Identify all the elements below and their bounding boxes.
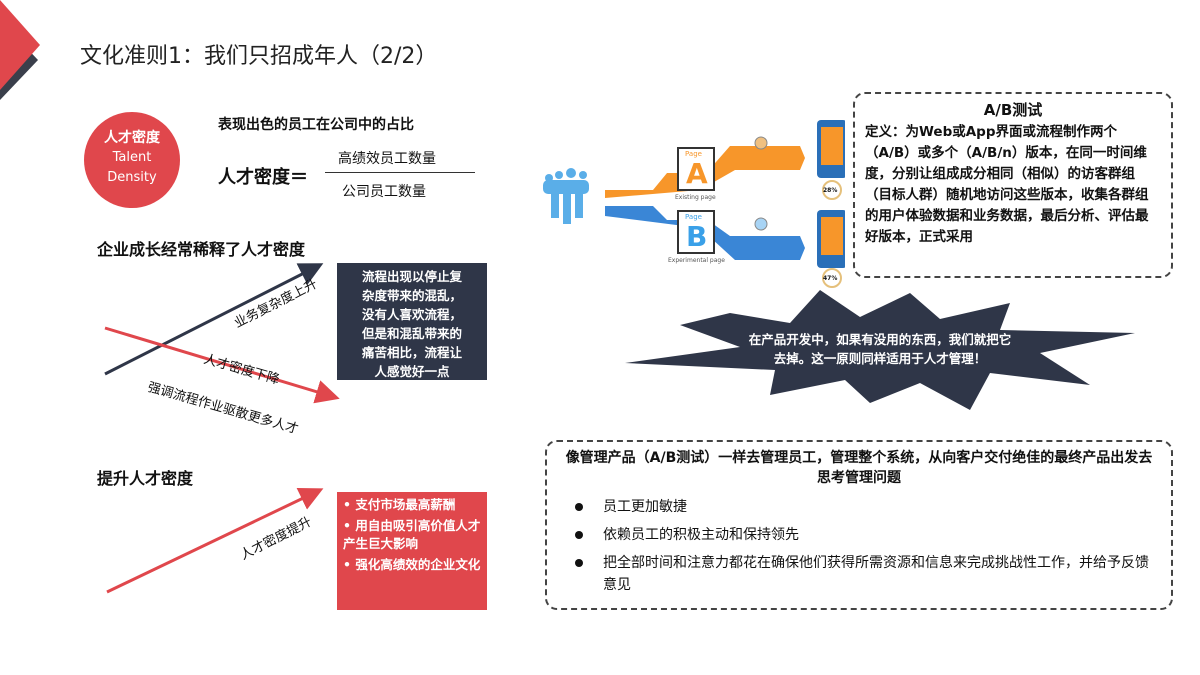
circle-en1: Talent — [112, 150, 152, 165]
page-b-letter: B — [686, 220, 708, 253]
section2-heading: 提升人才密度 — [97, 469, 194, 488]
arrows — [104, 263, 340, 594]
principle-item: 员工更加敏捷 — [563, 496, 1155, 518]
page-a-caption: Existing page — [675, 194, 716, 201]
definition-text: 为Web或App界面或流程制作两个（A/B）或多个（A/B/n）版本，在同一时间… — [865, 124, 1149, 245]
page-a-letter: A — [686, 157, 708, 190]
note-line: 人感觉好一点 — [374, 364, 450, 379]
rate-b: 47% — [823, 275, 838, 282]
ab-test-illustration: Page A Existing page Page B Experimental… — [535, 108, 845, 288]
page-b-caption: Experimental page — [668, 257, 725, 264]
corner-decoration — [0, 0, 40, 100]
rate-a: 28% — [823, 187, 838, 194]
formula-lhs: 人才密度＝ — [218, 167, 308, 188]
note-line: 杂度带来的混乱， — [361, 288, 462, 303]
note-line: 流程出现以停止复 — [361, 269, 462, 284]
starburst-text: 在产品开发中，如果有没用的东西，我们就把它去掉。这一原则同样适用于人才管理！ — [748, 332, 1012, 366]
note-line: 痛苦相比，流程让 — [361, 345, 462, 360]
principle-item: 把全部时间和注意力都花在确保他们获得所需资源和信息来完成挑战性工作，并给予反馈意… — [563, 552, 1155, 596]
principle-item: 依赖员工的积极主动和保持领先 — [563, 524, 1155, 546]
principles-heading: 像管理产品（A/B测试）一样去管理员工，管理整个系统，从向客户交付绝佳的最终产品… — [565, 450, 1153, 486]
formula-numerator: 高绩效员工数量 — [338, 151, 436, 167]
circle-en2: Density — [107, 170, 157, 185]
talent-density-circle: 人才密度 Talent Density — [84, 112, 180, 208]
formula-denominator: 公司员工数量 — [342, 184, 426, 200]
circle-cn: 人才密度 — [104, 130, 160, 146]
fraction-line — [325, 172, 475, 173]
users-icon — [543, 168, 589, 224]
measure-item: • 强化高绩效的企业文化 — [343, 557, 481, 572]
page-b-label: Page — [685, 213, 702, 221]
page-title: 文化准则1：我们只招成年人（2/2） — [80, 44, 438, 69]
note-line: 但是和混乱带来的 — [361, 326, 462, 341]
section1-heading: 企业成长经常稀释了人才密度 — [97, 240, 306, 259]
page-a-label: Page — [685, 150, 702, 158]
density-up-arrow — [106, 487, 324, 594]
boost-measures-box: • 支付市场最高薪酬 • 用自由吸引高价值人才产生巨大影响 • 强化高绩效的企业… — [337, 492, 487, 610]
process-note-box: 流程出现以停止复 杂度带来的混乱， 没有人喜欢流程， 但是和混乱带来的 痛苦相比… — [337, 263, 487, 380]
formula-caption: 表现出色的员工在公司中的占比 — [218, 117, 414, 133]
starburst-shape — [625, 290, 1135, 410]
note-line: 没有人喜欢流程， — [361, 307, 462, 322]
density-down-arrow — [104, 326, 340, 404]
management-principles-box: 像管理产品（A/B测试）一样去管理员工，管理整个系统，从向客户交付绝佳的最终产品… — [545, 440, 1173, 610]
measure-item: • 用自由吸引高价值人才产生巨大影响 — [343, 518, 481, 551]
ab-test-definition-box: A/B测试 定义：为Web或App界面或流程制作两个（A/B）或多个（A/B/n… — [853, 92, 1173, 278]
definition-label: 定义： — [865, 124, 906, 140]
ab-box-title: A/B测试 — [983, 101, 1043, 119]
complexity-arrow — [104, 263, 324, 376]
measure-item: • 支付市场最高薪酬 — [343, 497, 456, 512]
